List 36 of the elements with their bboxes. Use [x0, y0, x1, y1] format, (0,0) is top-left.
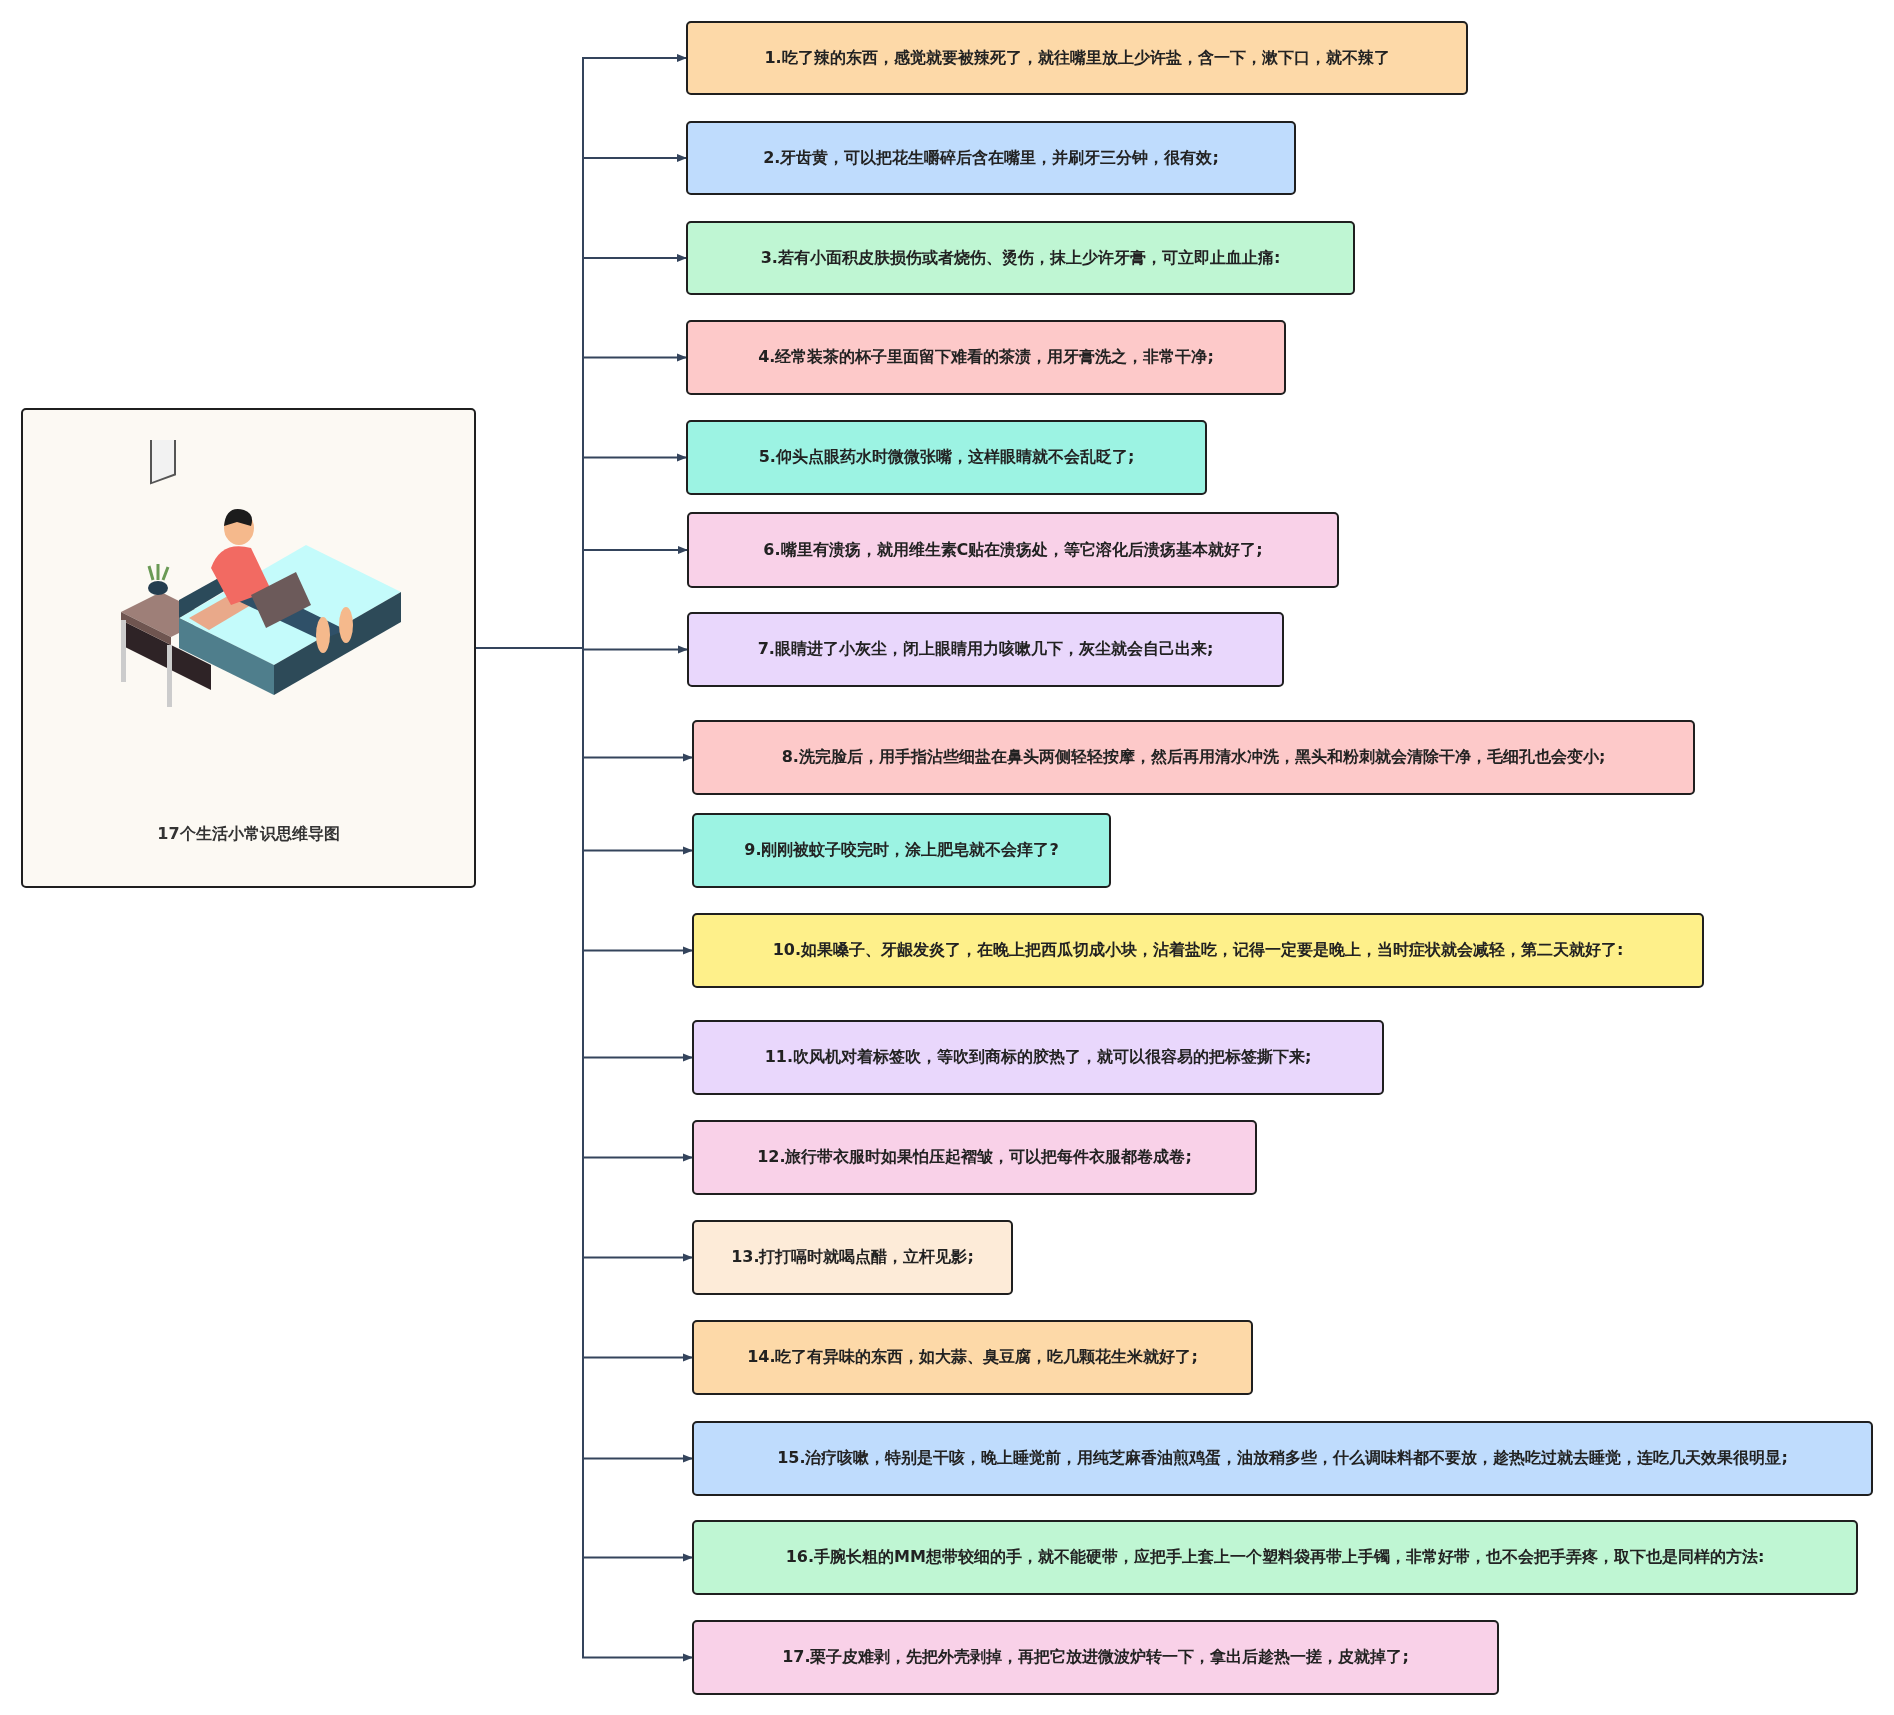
topic-box	[687, 612, 1284, 687]
topic-box	[692, 1320, 1253, 1395]
topic-box	[692, 1020, 1384, 1095]
tip-text: 2.牙齿黄，可以把花生嚼碎后含在嘴里，并刷牙三分钟，很有效;	[762, 147, 1220, 169]
central-topic-card	[21, 408, 476, 888]
topic-box	[692, 1220, 1013, 1295]
topic-box	[692, 1620, 1499, 1695]
tip-text: 3.若有小面积皮肤损伤或者烧伤、烫伤，抹上少许牙膏，可立即止血止痛:	[759, 247, 1282, 269]
tip-text: 8.洗完脸后，用手指沾些细盐在鼻头两侧轻轻按摩，然后再用清水冲洗，黑头和粉刺就会清除干净，毛细孔也会变小;	[780, 747, 1607, 768]
tip-text: 4.经常装茶的杯子里面留下难看的茶渍，用牙膏洗之，非常干净;	[757, 347, 1215, 368]
tip-text: 13.打打嗝时就喝点醋，立杆见影;	[730, 1247, 975, 1268]
tip-text: 7.眼睛进了小灰尘，闭上眼睛用力咳嗽几下，灰尘就会自己出来;	[756, 639, 1215, 660]
topic-box	[692, 720, 1695, 795]
topic-box	[686, 121, 1296, 195]
topic-box	[692, 1421, 1873, 1496]
tip-text: 15.治疗咳嗽，特别是干咳，晚上睡觉前，用纯芝麻香油煎鸡蛋，油放稍多些，什么调味料都不要放，趁热吃过就去睡觉，连吃几天效果很明显;	[776, 1448, 1789, 1469]
topic-box	[692, 913, 1704, 988]
tip-text: 1.吃了辣的东西，感觉就要被辣死了，就往嘴里放上少许盐，含一下，漱下口，就不辣了	[763, 47, 1391, 69]
topic-box	[686, 221, 1355, 295]
tip-text: 11.吹风机对着标签吹，等吹到商标的胶热了，就可以很容易的把标签撕下来;	[763, 1047, 1313, 1068]
tip-text: 14.吃了有异味的东西，如大蒜、臭豆腐，吃几颗花生米就好了;	[746, 1347, 1199, 1368]
tip-text: 5.仰头点眼药水时微微张嘴，这样眼睛就不会乱眨了;	[757, 447, 1136, 468]
tip-text: 17.栗子皮难剥，先把外壳剥掉，再把它放进微波炉转一下，拿出后趁热一搓，皮就掉了;	[781, 1647, 1410, 1668]
topic-box	[686, 21, 1468, 95]
tip-text: 16.手腕长粗的MM想带较细的手，就不能硬带，应把手上套上一个塑料袋再带上手镯，非常好带，也不会把手弄疼，取下也是同样的方法:	[784, 1547, 1766, 1568]
tip-text: 10.如果嗓子、牙龈发炎了，在晚上把西瓜切成小块，沾着盐吃，记得一定要是晚上，当时症状就会减轻，第二天就好了:	[771, 940, 1625, 961]
topic-box	[687, 512, 1339, 588]
tip-text: 6.嘴里有溃疡，就用维生素C贴在溃疡处，等它溶化后溃疡基本就好了;	[762, 539, 1264, 561]
topic-box	[686, 420, 1207, 495]
tip-text: 9.刚刚被蚊子咬完时，涂上肥皂就不会痒了?	[743, 840, 1060, 861]
tip-text: 12.旅行带衣服时如果怕压起褶皱，可以把每件衣服都卷成卷;	[756, 1147, 1193, 1168]
topic-box	[686, 320, 1286, 395]
topic-title: 17个生活小常识思维导图	[156, 824, 341, 845]
topic-box	[692, 1520, 1858, 1595]
topic-box	[692, 813, 1111, 888]
topic-box	[692, 1120, 1257, 1195]
